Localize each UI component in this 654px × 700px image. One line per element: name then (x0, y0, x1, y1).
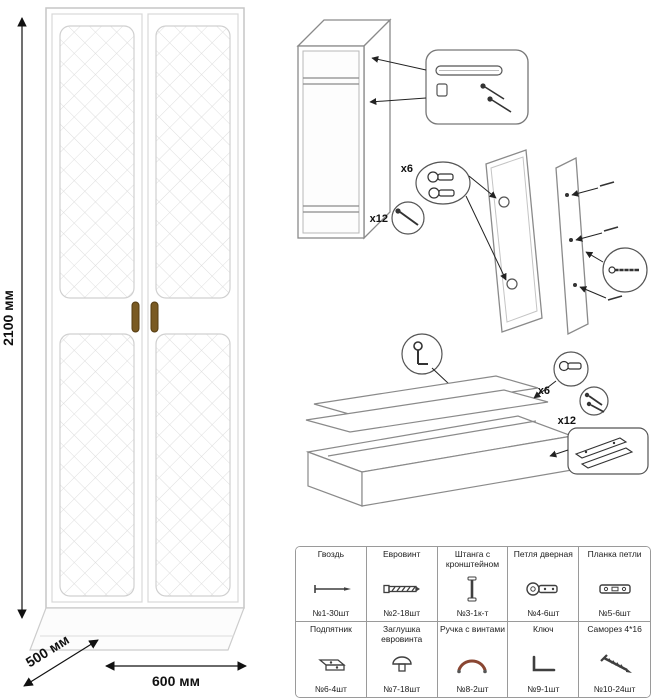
euroscrew-icon (369, 569, 435, 608)
part-cell-foot: Подпятник №6-4шт (296, 622, 367, 697)
part-cell-rod: Штанга с кронштейном №3-1к-т (437, 547, 509, 622)
part-cell-handle: Ручка с винтами №8-2шт (437, 622, 509, 697)
part-qty: №10-24шт (593, 684, 636, 694)
part-name: Заглушка евровинта (381, 624, 423, 644)
foot-bracket-icon (298, 644, 364, 684)
base-screws-callout: x12 (558, 386, 609, 427)
mid-hinges-count: x6 (401, 163, 413, 175)
hinge-plates-callout (549, 427, 649, 475)
part-name: Штанга с кронштейном (445, 549, 500, 569)
part-qty: №4-6шт (527, 608, 560, 618)
rail-bracket-callout (369, 49, 529, 125)
door-hinge-icon (510, 569, 576, 608)
screw-cap-icon (369, 645, 435, 684)
part-cell-nail: Гвоздь №1-30шт (296, 547, 367, 622)
handle-icon (440, 644, 506, 684)
part-name: Ручка с винтами (439, 624, 505, 634)
left-door-handle (131, 301, 140, 333)
right-door-handle (150, 301, 159, 333)
base-screws-count: x12 (558, 415, 576, 427)
part-name: Евровинт (382, 549, 421, 559)
part-cell-hinge: Петля дверная №4-6шт (508, 547, 580, 622)
wardrobe-front-view: 2100 мм 500 мм (0, 7, 247, 689)
part-cell-hinge-plate: Планка петли №5-6шт (579, 547, 650, 622)
key-icon (510, 644, 576, 684)
width-dimension-label: 600 мм (152, 673, 200, 689)
part-qty: №2-18шт (383, 608, 421, 618)
part-qty: №6-4шт (314, 684, 347, 694)
base-assembly-diagram (305, 375, 575, 507)
part-name: Ключ (533, 624, 554, 634)
part-cell-euroscrew: Евровинт №2-18шт (366, 547, 438, 622)
part-qty: №9-1шт (527, 684, 560, 694)
part-cell-screw: Саморез 4*16 №10-24шт (579, 622, 650, 697)
height-dimension: 2100 мм (0, 17, 27, 619)
part-name: Саморез 4*16 (587, 624, 642, 634)
part-name: Планка петли (587, 549, 642, 559)
width-dimension: 600 мм (105, 661, 247, 689)
euroscrew-callout: x12 (370, 201, 425, 235)
part-qty: №7-18шт (383, 684, 421, 694)
door-lattice-panels (59, 25, 231, 597)
parts-table: Гвоздь №1-30шт Евровинт №2-18шт Штанга с… (295, 546, 651, 698)
height-dimension-label: 2100 мм (0, 290, 16, 346)
nail-icon (298, 569, 364, 608)
part-name: Гвоздь (317, 549, 345, 559)
part-cell-key: Ключ №9-1шт (508, 622, 580, 697)
hinge-plate-icon (581, 569, 648, 608)
part-qty: №1-30шт (312, 608, 350, 618)
cabinet-body (29, 7, 245, 651)
base-hinge-callout: x6 (533, 351, 589, 399)
door-hinge-diagram (485, 149, 543, 333)
self-tapping-screw-icon (581, 644, 648, 684)
hinge-callout: x6 (401, 161, 507, 281)
part-qty: №8-2шт (456, 684, 489, 694)
screw-glyphs (480, 83, 512, 113)
rod-with-bracket-icon (440, 570, 506, 608)
mid-screws-count: x12 (370, 213, 388, 225)
part-name: Петля дверная (513, 549, 573, 559)
part-name: Подпятник (309, 624, 352, 634)
euroscrew-detail-callout (585, 247, 648, 293)
carcass-diagram (296, 18, 392, 240)
part-qty: №5-6шт (598, 608, 631, 618)
part-qty: №3-1к-т (456, 608, 489, 618)
side-panel-diagram (555, 156, 623, 336)
part-cell-cap: Заглушка евровинта №7-18шт (366, 622, 438, 697)
assembly-diagram: x6 x12 (296, 18, 649, 507)
